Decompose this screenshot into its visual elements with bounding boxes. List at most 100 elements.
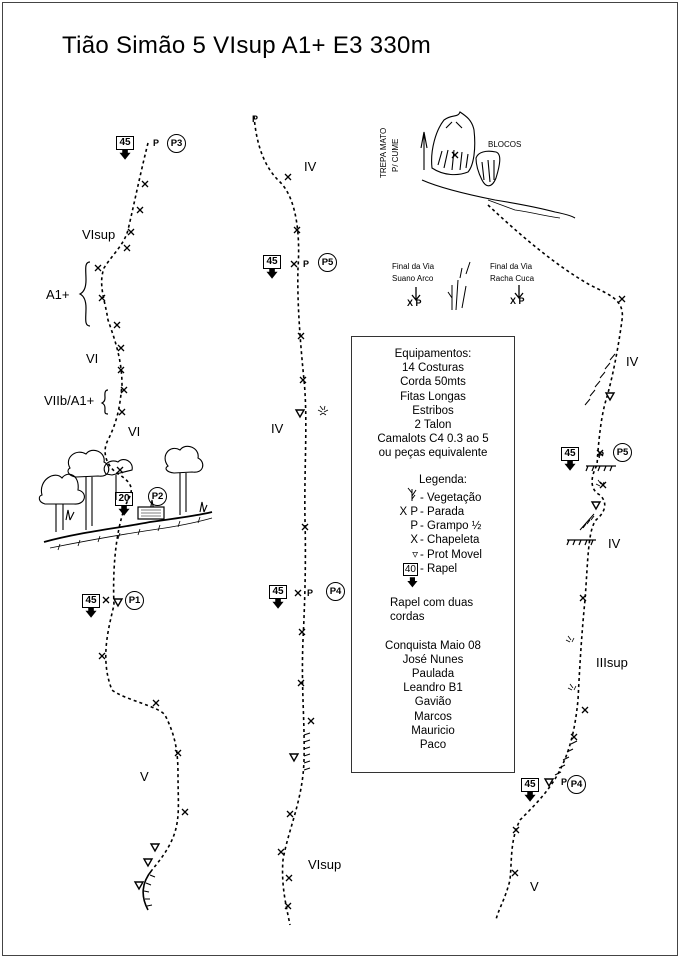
vegetation-icon — [386, 487, 418, 505]
arrow-down-icon — [514, 285, 524, 300]
ground-line — [43, 511, 213, 543]
bolt-x — [512, 826, 520, 834]
climber-name: Marcos — [414, 710, 452, 723]
legend-row: ▿- Prot Movel — [412, 548, 482, 561]
grade-label: VIIb/A1+ — [44, 393, 95, 408]
final-via-label: Suano Arco — [392, 274, 434, 283]
bolt-x — [94, 264, 102, 272]
route-hatch-left — [143, 874, 156, 907]
equip-item: Corda 50mts — [400, 376, 466, 389]
grade-label: IIIsup — [596, 655, 628, 670]
roof-ledge-2 — [566, 539, 596, 546]
grade-label: VIsup — [82, 227, 116, 242]
route-line-middle — [253, 115, 307, 926]
belay-station: P3 — [167, 134, 186, 153]
bolt-x — [511, 869, 519, 877]
bolt-x — [98, 652, 106, 660]
brace-viib — [100, 389, 109, 415]
summit-cume-label: P/ CUME — [391, 138, 400, 172]
piton-p: P — [252, 114, 259, 124]
bolt-x — [451, 151, 459, 159]
bolt-x — [294, 589, 302, 597]
summit-sketch — [420, 111, 501, 187]
legend-row: X P- Parada — [399, 506, 465, 519]
rappel-anchor: 45🡇 — [521, 778, 539, 803]
route-hatch-middle — [303, 732, 311, 771]
vegetation-trees — [38, 445, 208, 532]
climber-name: Gavião — [414, 696, 452, 709]
grade-label: A1+ — [46, 287, 70, 302]
rappel-anchor: 20🡇 — [115, 492, 133, 517]
summit-ridge-lower — [487, 199, 561, 219]
final-via-label: Final da Via — [392, 262, 435, 271]
grade-label: VI — [86, 351, 99, 366]
bolt-x — [301, 523, 309, 531]
legend-row: X- Chapeleta — [410, 534, 480, 547]
bolt-x — [113, 321, 121, 329]
roof-ledge — [585, 465, 616, 472]
cam-triangle — [544, 778, 554, 787]
equip-item: ou peças equivalente — [378, 447, 488, 460]
grade-label: IV — [304, 159, 317, 174]
climber-name: Mauricio — [411, 724, 455, 737]
belay-xp-label: X P — [510, 296, 525, 306]
rappel-anchor: 45🡇 — [263, 255, 281, 280]
equip-item: Camalots C4 0.3 ao 5 — [377, 433, 489, 446]
route-hatch-right-lower — [554, 740, 578, 776]
conquista-label: Conquista Maio 08 — [385, 639, 481, 652]
cam-triangle — [591, 501, 601, 510]
bolt-x — [297, 332, 305, 340]
bolt-x — [152, 699, 160, 707]
equip-title: Equipamentos: — [394, 348, 472, 360]
bolt-x — [141, 180, 149, 188]
bolt-x — [127, 228, 135, 236]
ground-line-under — [49, 517, 213, 549]
rapel-note: Rapel com duas — [390, 597, 474, 610]
vegetation-summit — [447, 261, 471, 311]
bolt-x — [98, 294, 106, 302]
route-line-left-bottom — [142, 869, 153, 911]
bolt-x — [284, 173, 292, 181]
final-via-label: Final da Via — [490, 262, 533, 271]
arrow-down-icon — [411, 287, 421, 302]
roof-slope — [579, 513, 595, 531]
vegetation-spot — [317, 405, 329, 416]
rapel-note: cordas — [390, 611, 425, 624]
vegetation-spot — [565, 479, 605, 691]
cam-triangle — [113, 598, 123, 607]
bolt-x — [117, 344, 125, 352]
bolt-x — [174, 749, 182, 757]
piton-p: P — [598, 450, 605, 460]
grade-label: IV — [608, 536, 621, 551]
bolt-x — [181, 808, 189, 816]
piton-p: P — [307, 588, 314, 598]
equip-item: 14 Costuras — [401, 362, 464, 375]
rappel-anchor: 45🡇 — [82, 594, 100, 619]
bolt-x — [570, 733, 578, 741]
cam-triangle — [150, 843, 160, 852]
final-via-label: Racha Cuca — [490, 274, 535, 283]
bolt-x — [102, 596, 110, 604]
belay-station: P2 — [148, 487, 167, 506]
grade-label: IV — [271, 421, 284, 436]
grade-label: V — [530, 879, 539, 894]
bolt-x — [285, 874, 293, 882]
summit-ridge — [421, 179, 576, 219]
belay-station: P1 — [125, 591, 144, 610]
climber-name: José Nunes — [402, 653, 464, 666]
bolt-x — [284, 902, 292, 910]
grade-label: VIsup — [308, 857, 342, 872]
bolt-x — [618, 295, 626, 303]
rappel-box-icon: 40 — [402, 562, 418, 576]
grade-label: V — [140, 769, 149, 784]
legend-arrow-row: 🡇 — [406, 577, 418, 590]
climber-name: Paulada — [411, 668, 455, 681]
belay-station: P4 — [326, 582, 345, 601]
summit-blocos-label: BLOCOS — [488, 140, 522, 149]
bolt-x — [136, 206, 144, 214]
piton-p: P — [561, 777, 568, 787]
piton-p: P — [153, 138, 160, 148]
legend-title: Legenda: — [419, 473, 467, 486]
